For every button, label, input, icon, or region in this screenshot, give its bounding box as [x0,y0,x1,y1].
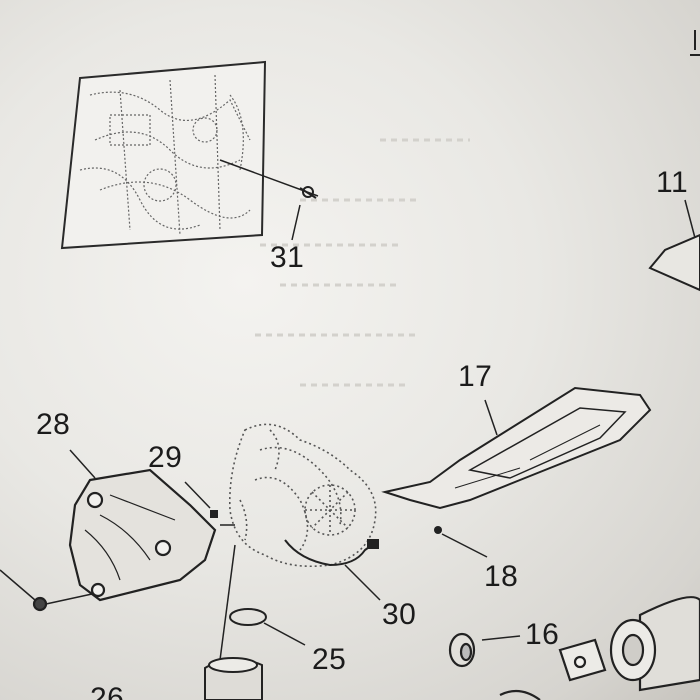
callout-31: 31 [270,241,305,274]
callout-16: 16 [525,618,560,651]
inset-engine-view [60,60,319,250]
part-29-stud [184,481,235,526]
part-18-bolt [434,526,488,558]
callout-30: 30 [382,598,417,631]
callout-26: 26 [90,682,125,700]
lower-right-exhaust-parts [499,596,700,700]
part-30-sensor [284,539,381,601]
callout-28: 28 [36,408,71,441]
part-11-shield [648,199,700,292]
dotted-engine-block [228,423,377,568]
part-28-manifold-shield [0,449,217,612]
callout-11: 11 [656,166,689,199]
callout-25: 25 [312,643,347,676]
part-17-heat-shield [381,386,652,510]
callout-29: 29 [148,441,183,474]
callout-18: 18 [484,560,519,593]
callout-17: 17 [458,360,493,393]
part-16-bushing [448,632,521,668]
part-31-clip [291,186,317,241]
top-right-partial-mark [690,30,700,56]
lower-canister-part [204,657,263,700]
show-through-lines [255,138,470,387]
part-25-gasket [219,544,306,661]
